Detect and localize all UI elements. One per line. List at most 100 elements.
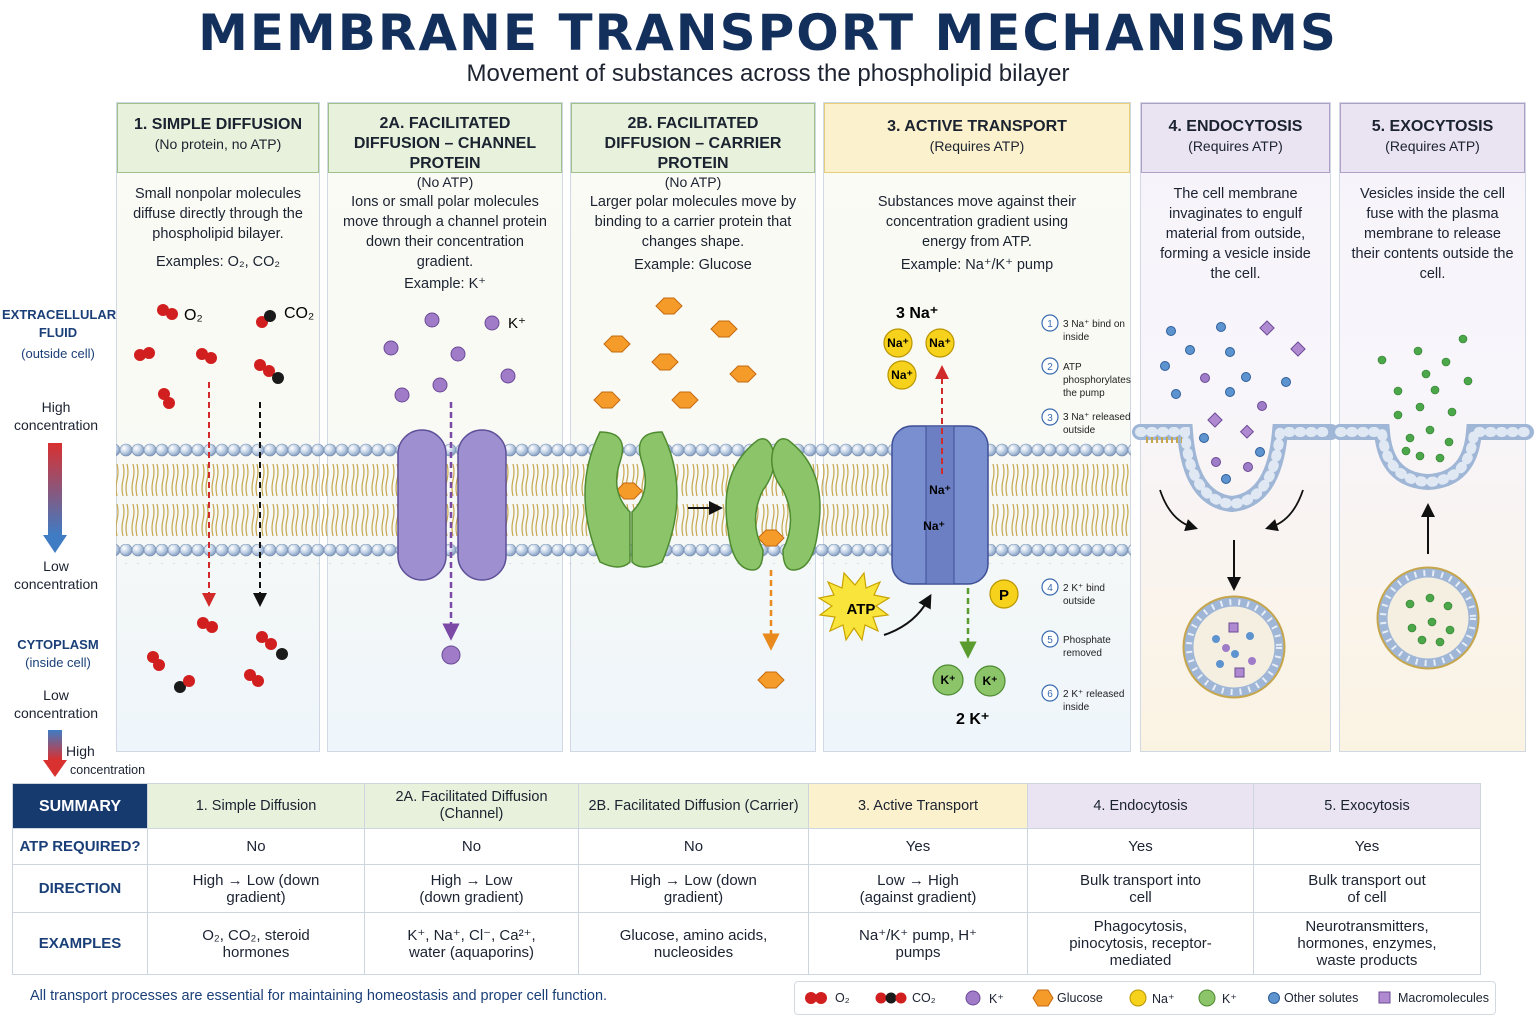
glucose-molecules [593,297,785,689]
table-cell: K⁺, Na⁺, Cl⁻, Ca²⁺, water (aquaporins) [364,912,579,975]
k-ion-label: K⁺ [983,674,998,688]
table-cell: No [364,828,579,865]
pump-step-5: Phosphate removed [1063,635,1111,659]
legend-label: K⁺ [1222,992,1237,1006]
phosphate-label: P [999,587,1009,604]
summary-header-row: SUMMARY 1. Simple Diffusion 2A. Facilita… [12,783,1481,829]
table-cell: Bulk transport out of cell [1253,864,1481,913]
legend-label: Glucose [1057,991,1103,1005]
purple-square-icon [1378,991,1391,1004]
summary-col-header: 1. Simple Diffusion [147,783,365,829]
o2-molecules [134,304,264,687]
summary-corner: SUMMARY [12,783,148,829]
panel-2a-example: Example: K⁺ [404,276,486,292]
high-concentration-bottom-label-2: concentration [70,763,146,777]
green-dot-icon [1198,989,1216,1007]
pump-step-number: 4 [1047,583,1053,594]
gradient-arrow-down-icon [43,535,67,553]
table-cell: Bulk transport into cell [1027,864,1254,913]
pump-step-number: 6 [1047,689,1053,700]
table-row: ATP REQUIRED? No No No Yes Yes Yes [12,828,1481,865]
k-ions [383,312,516,665]
pump-step-number: 5 [1047,635,1053,646]
table-cell: No [578,828,809,865]
table-cell: O₂, CO₂, steroid hormones [147,912,365,975]
extracellular-label: EXTRACELLULAR FLUID [2,307,117,340]
high-concentration-bottom-label: High [66,743,95,759]
pump-step-number: 2 [1047,362,1053,373]
table-cell: Neurotransmitters, hormones, enzymes, wa… [1253,912,1481,975]
table-cell: Phagocytosis, pinocytosis, receptor-medi… [1027,912,1254,975]
pump-step-6: 2 K⁺ released inside [1063,689,1125,713]
legend-label: O₂ [835,991,850,1005]
panel-4-title: 4. ENDOCYTOSIS [1168,118,1303,135]
na-ion-label: Na⁺ [887,336,909,350]
table-cell: Na⁺/K⁺ pump, H⁺ pumps [808,912,1028,975]
potassium-ions [932,664,1006,697]
row-label: DIRECTION [12,864,148,913]
channel-protein [397,429,507,581]
gradient-bar-top [48,443,62,535]
pump-step-3: 3 Na⁺ released outside [1063,412,1131,436]
panel-1-title: 1. SIMPLE DIFFUSION [133,116,302,133]
atp-starburst-icon [817,571,891,642]
phospholipid-bilayer [116,441,1526,564]
summary-col-header: 5. Exocytosis [1253,783,1481,829]
secretory-vesicle [1376,566,1480,670]
orange-hexagon-icon [1032,989,1054,1007]
low-concentration-bottom-label: Low concentration [13,687,99,721]
pump-step-4: 2 K⁺ bind outside [1063,583,1105,607]
legend: O₂ CO₂ K⁺ Glucose Na⁺ K⁺ Other solutes M… [794,981,1496,1015]
exocytosis-contents [1377,334,1473,463]
na-ion-label: Na⁺ [923,519,945,533]
panel-2a-header: 2A. FACILITATED DIFFUSION – CHANNEL PROT… [328,103,562,190]
na-ion-label: Na⁺ [929,336,951,350]
panel-2b-example: Example: Glucose [634,257,752,273]
panel-5-header: 5. EXOCYTOSIS (Requires ATP) [1340,103,1525,173]
panel-simple-diffusion: 1. SIMPLE DIFFUSION (No protein, no ATP)… [116,102,320,752]
cytoplasm-sub-label: (inside cell) [25,655,91,670]
legend-icons [805,989,1391,1007]
endocytic-vesicle [1182,595,1286,699]
table-cell: Yes [808,828,1028,865]
atp-label: ATP [847,601,876,618]
row-label: ATP REQUIRED? [12,828,148,865]
table-cell: High → Low (down gradient) [364,864,579,913]
na-ion-label: Na⁺ [891,368,913,382]
summary-table: SUMMARY 1. Simple Diffusion 2A. Facilita… [12,783,1481,975]
purple-dot-icon [965,990,981,1006]
cytoplasm-label: CYTOPLASM [17,637,99,652]
gradient-bar-bottom [48,730,62,760]
page-subtitle: Movement of substances across the phosph… [466,60,1070,87]
pump-step-1: 3 Na⁺ bind on inside [1063,319,1125,343]
legend-label: Na⁺ [1152,992,1175,1006]
panel-3-title: 3. ACTIVE TRANSPORT [887,118,1067,135]
panel-2b-header: 2B. FACILITATED DIFFUSION – CARRIER PROT… [571,103,815,190]
sodium-potassium-pump [891,425,989,585]
panel-5-sub: (Requires ATP) [1385,138,1480,154]
summary-col-header: 3. Active Transport [808,783,1028,829]
panel-channel-protein: 2A. FACILITATED DIFFUSION – CHANNEL PROT… [327,102,563,752]
co2-molecule-icon [875,992,907,1004]
phosphate-icon [989,579,1019,609]
panel-3-example: Example: Na⁺/K⁺ pump [900,257,1054,273]
table-cell: Glucose, amino acids, nucleosides [578,912,809,975]
na3-label: 3 Na⁺ [896,305,938,322]
table-cell: Yes [1253,828,1481,865]
panel-3-header: 3. ACTIVE TRANSPORT (Requires ATP) [824,103,1130,173]
legend-label: K⁺ [989,992,1004,1006]
summary-col-header: 4. Endocytosis [1027,783,1254,829]
o2-molecule-icon [805,992,827,1004]
exocytosis-membrane [1332,424,1534,491]
page-title: MEMBRANE TRANSPORT MECHANISMS [198,4,1338,62]
panel-2b-title: 2B. FACILITATED DIFFUSION – CARRIER PROT… [604,115,782,172]
table-cell: Low → High (against gradient) [808,864,1028,913]
table-cell: High → Low (down gradient) [578,864,809,913]
pump-step-2: ATP phosphorylates the pump [1063,362,1131,399]
atp-arrow [883,593,932,636]
na-ion-label: Na⁺ [929,483,951,497]
panel-2b-sub: (No ATP) [664,174,722,190]
k2-label: 2 K⁺ [956,711,989,728]
k-label: K⁺ [508,315,526,332]
panel-2a-title: 2A. FACILITATED DIFFUSION – CHANNEL PROT… [353,115,537,172]
